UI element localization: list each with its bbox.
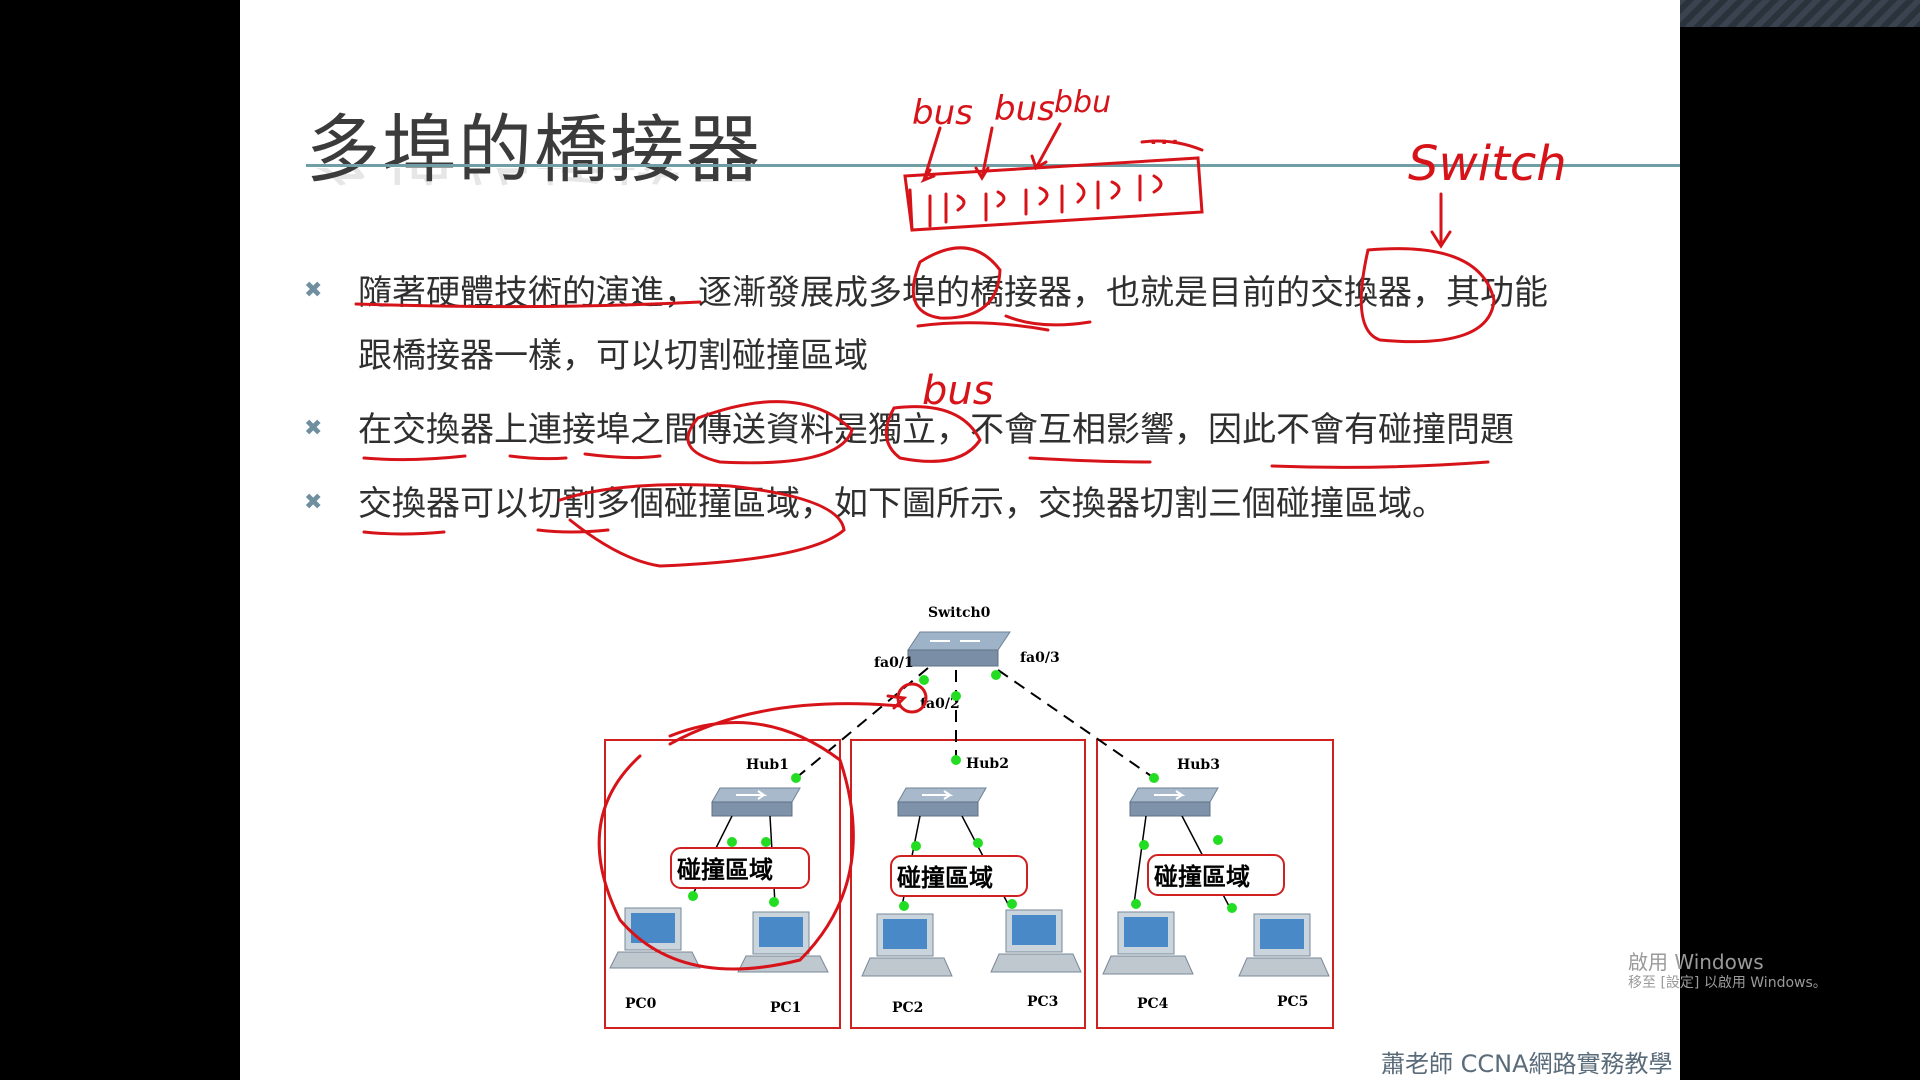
svg-text:...: ... [1148, 113, 1180, 153]
svg-text:bbu: bbu [1054, 85, 1111, 120]
port-label-fa0-3: fa0/3 [1020, 650, 1060, 666]
link-dot [791, 773, 801, 783]
pc0-icon [609, 907, 701, 969]
link-dot [991, 670, 1001, 680]
svg-text:bus: bus [994, 89, 1055, 129]
pc4-label: PC4 [1137, 996, 1169, 1012]
zone-label-1: 碰撞區域 [677, 856, 773, 884]
windows-activation-hint: 移至 [設定] 以啟用 Windows。 [1628, 975, 1827, 991]
pc5-icon [1238, 913, 1330, 977]
link-dot [951, 691, 961, 701]
svg-text:Switch: Switch [1408, 136, 1567, 192]
pc1-label: PC1 [770, 1000, 801, 1016]
collision-zone-box-2 [850, 739, 1086, 1029]
pc2-label: PC2 [892, 1000, 923, 1016]
hub2-icon [897, 787, 987, 817]
title-underline [306, 164, 1680, 167]
pc4-icon [1102, 911, 1194, 975]
pc2-icon [861, 913, 953, 977]
port-label-fa0-1: fa0/1 [874, 655, 914, 671]
svg-text:bus: bus [912, 93, 973, 133]
hub3-label: Hub3 [1177, 757, 1220, 773]
link-hub3-pc4 [1133, 815, 1147, 905]
presentation-slide: 多埠的橋接器 多埠的橋接器 ✖ 隨著硬體技術的演進，逐漸發展成多埠的橋接器，也就… [240, 0, 1680, 1080]
bullet-1-line-2: 跟橋接器一樣，可以切割碰撞區域 [358, 336, 868, 376]
pc3-icon [990, 909, 1082, 973]
bullet-3-line-1: 交換器可以切割多個碰撞區域，如下圖所示，交換器切割三個碰撞區域。 [358, 484, 1446, 524]
pc5-label: PC5 [1277, 994, 1308, 1010]
zone-label-2: 碰撞區域 [897, 864, 993, 892]
link-switch-hub3 [997, 669, 1155, 779]
hub2-label: Hub2 [966, 756, 1009, 772]
bullet-2-line-1: 在交換器上連接埠之間傳送資料是獨立，不會互相影響，因此不會有碰撞問題 [358, 410, 1514, 450]
svg-text:bus: bus [922, 368, 994, 414]
port-label-fa0-2: fa0/2 [920, 696, 960, 712]
zone-label-3: 碰撞區域 [1154, 863, 1250, 891]
bullet-marker-2: ✖ [304, 416, 323, 441]
pc3-label: PC3 [1027, 994, 1058, 1010]
hub1-icon [711, 787, 801, 817]
link-dot [919, 675, 929, 685]
hub3-icon [1129, 787, 1219, 817]
switch-icon [907, 631, 1011, 667]
pc0-label: PC0 [625, 996, 657, 1012]
bullet-marker-1: ✖ [304, 278, 323, 303]
switch-label: Switch0 [928, 605, 991, 621]
link-dot [951, 755, 961, 765]
handwritten-annotations [354, 122, 1496, 971]
slide-title: 多埠的橋接器 [306, 107, 762, 193]
handwritten-text: bus bus bbu ... Switch bus [912, 85, 1567, 414]
windows-activation-watermark: 啟用 Windows [1628, 950, 1764, 974]
hub1-label: Hub1 [746, 757, 789, 773]
bullet-marker-3: ✖ [304, 490, 323, 515]
link-dot [1149, 773, 1159, 783]
course-footer: 蕭老師 CCNA網路實務教學 [1381, 1050, 1673, 1078]
network-diagram: Switch0 fa0/1 fa0/3 fa0/2 Hub1 Hub2 Hub3 [354, 85, 1567, 1029]
collision-zone-box-3 [1096, 739, 1334, 1029]
